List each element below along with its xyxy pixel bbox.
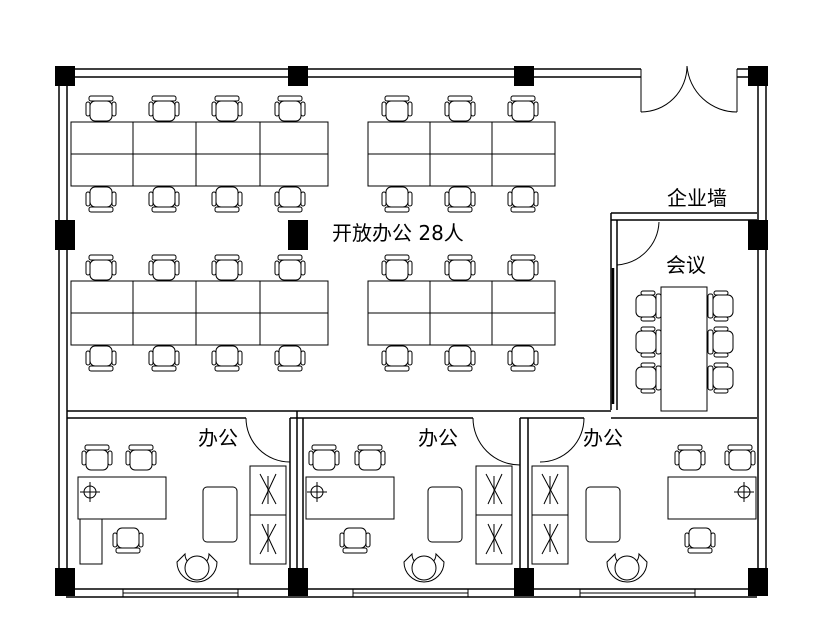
open-office-chair bbox=[274, 95, 306, 122]
lounge-chair bbox=[606, 552, 648, 583]
guest-chair bbox=[724, 444, 756, 471]
meeting-table bbox=[660, 286, 708, 412]
guest-chair bbox=[354, 444, 386, 471]
office-plants bbox=[259, 473, 559, 555]
open-office-chair bbox=[507, 254, 539, 281]
open-office-chair bbox=[85, 254, 117, 281]
meeting-room-walls bbox=[610, 212, 757, 410]
meeting-chair bbox=[635, 290, 662, 322]
office-left-label: 办公 bbox=[198, 426, 238, 450]
entrance-door bbox=[640, 65, 738, 113]
open-office-chair bbox=[444, 254, 476, 281]
open-office-chair bbox=[148, 345, 180, 372]
open-office-chair bbox=[85, 186, 117, 213]
guest-chair bbox=[125, 444, 157, 471]
open-office-chair bbox=[444, 345, 476, 372]
open-office-chair bbox=[507, 345, 539, 372]
meeting-chair bbox=[707, 290, 734, 322]
structural-columns bbox=[55, 66, 768, 596]
open-office-chair bbox=[381, 95, 413, 122]
open-office-chair bbox=[211, 186, 243, 213]
open-office-chair bbox=[148, 254, 180, 281]
feature-wall-label: 企业墙 bbox=[667, 186, 727, 210]
desk-lamps bbox=[80, 482, 754, 502]
office-chairs bbox=[81, 444, 756, 583]
open-office-chair bbox=[507, 186, 539, 213]
meeting-chair bbox=[707, 326, 734, 358]
open-office-chair bbox=[274, 345, 306, 372]
desk-chair bbox=[112, 527, 144, 554]
open-office-desks bbox=[70, 121, 556, 346]
open-office-chair bbox=[507, 95, 539, 122]
guest-chair bbox=[81, 444, 113, 471]
office-walls bbox=[67, 410, 757, 570]
open-office-chair bbox=[274, 254, 306, 281]
open-office-chair bbox=[274, 186, 306, 213]
bottom-windows bbox=[122, 588, 696, 598]
open-office-chair bbox=[211, 345, 243, 372]
lounge-chair bbox=[403, 552, 445, 583]
meeting-chairs bbox=[635, 290, 734, 394]
desk-chair bbox=[339, 527, 371, 554]
lounge-chair bbox=[176, 552, 218, 583]
meeting-chair bbox=[707, 362, 734, 394]
open-office-chairs bbox=[85, 95, 539, 372]
open-office-chair bbox=[444, 186, 476, 213]
open-office-chair bbox=[381, 186, 413, 213]
open-office-chair bbox=[148, 95, 180, 122]
open-office-chair bbox=[444, 95, 476, 122]
office-furniture bbox=[77, 465, 757, 565]
open-office-chair bbox=[85, 95, 117, 122]
meeting-chair bbox=[635, 326, 662, 358]
office-right-label: 办公 bbox=[583, 426, 623, 450]
guest-chair bbox=[674, 444, 706, 471]
meeting-room-label: 会议 bbox=[666, 253, 706, 277]
open-office-chair bbox=[211, 95, 243, 122]
open-office-chair bbox=[85, 345, 117, 372]
open-office-chair bbox=[381, 254, 413, 281]
open-office-label: 开放办公 28人 bbox=[332, 221, 464, 245]
desk-chair bbox=[684, 527, 716, 554]
open-office-chair bbox=[211, 254, 243, 281]
office-middle-label: 办公 bbox=[418, 426, 458, 450]
guest-chair bbox=[308, 444, 340, 471]
open-office-chair bbox=[148, 186, 180, 213]
open-office-chair bbox=[381, 345, 413, 372]
meeting-chair bbox=[635, 362, 662, 394]
